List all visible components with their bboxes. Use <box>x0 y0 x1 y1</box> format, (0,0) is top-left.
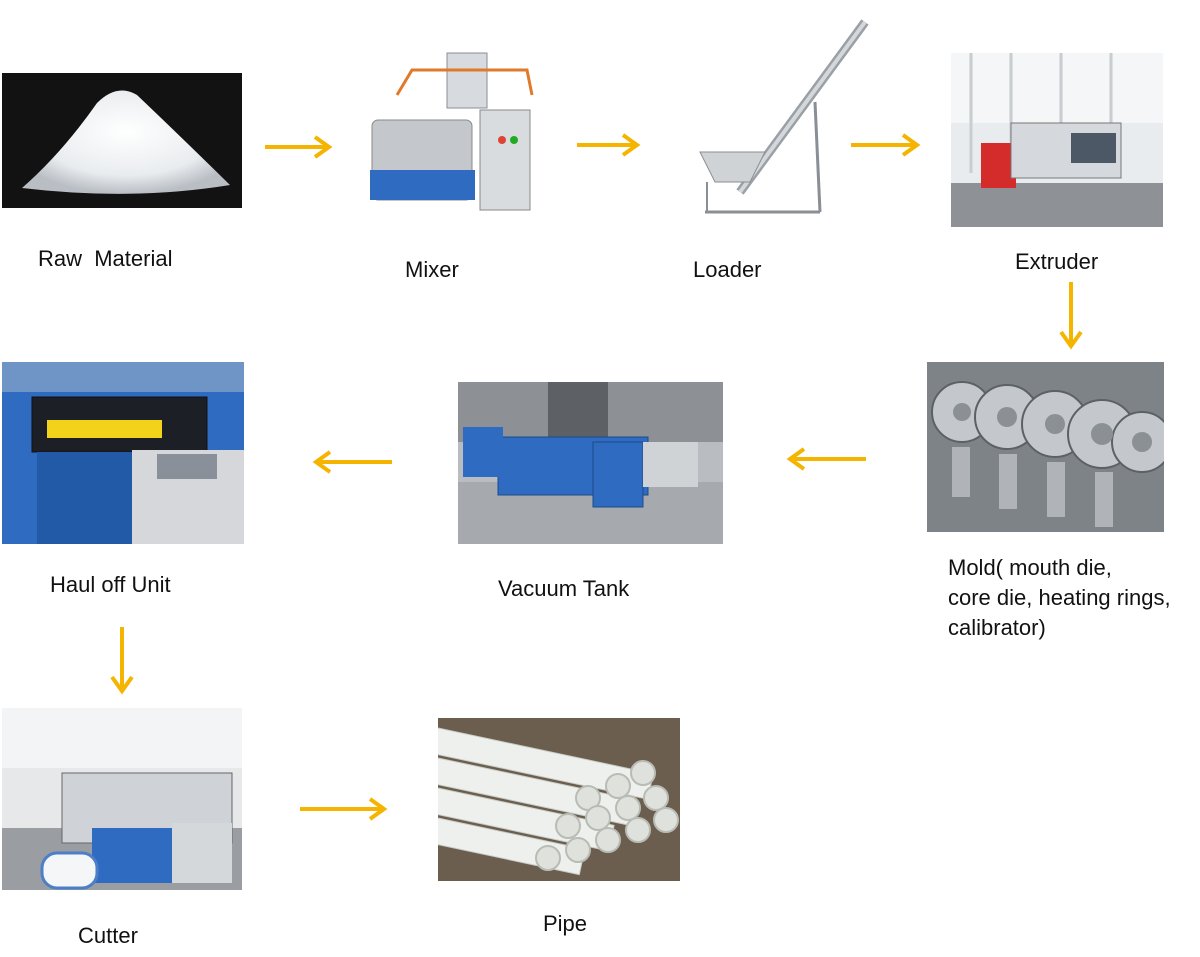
loader-label: Loader <box>693 257 762 282</box>
mixer-image <box>352 50 547 215</box>
haul-off-unit-image <box>2 362 244 544</box>
cutter-image <box>2 708 242 890</box>
arrow-down-icon <box>110 627 134 695</box>
vacuum-tank-image <box>458 382 723 544</box>
loader-image <box>695 12 880 220</box>
mold-image <box>927 362 1164 532</box>
arrow-down-icon <box>1059 282 1083 350</box>
arrow-left-icon <box>312 450 392 474</box>
arrow-right-icon <box>577 133 641 157</box>
cutter-label: Cutter <box>78 923 138 948</box>
raw-material-label: Raw Material <box>38 246 173 271</box>
extruder-label: Extruder <box>1015 249 1099 274</box>
arrow-left-icon <box>786 447 866 471</box>
haul-off-unit-label: Haul off Unit <box>50 572 171 597</box>
mold-label: Mold( mouth die, core die, heating rings… <box>948 555 1171 640</box>
raw-material-image <box>2 73 242 208</box>
vacuum-tank-label: Vacuum Tank <box>498 576 630 601</box>
mixer-label: Mixer <box>405 257 459 282</box>
arrow-right-icon <box>851 133 921 157</box>
extruder-image <box>951 53 1163 227</box>
arrow-right-icon <box>265 135 333 159</box>
arrow-right-icon <box>300 797 388 821</box>
pipe-label: Pipe <box>543 911 588 936</box>
pipe-image <box>438 718 680 881</box>
